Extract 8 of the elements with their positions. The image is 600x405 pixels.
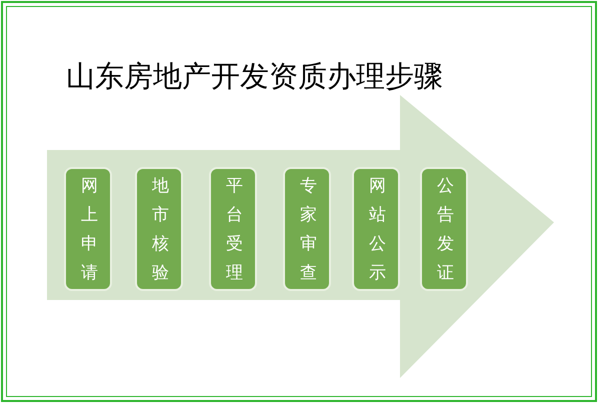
step-box: 平台受理 xyxy=(209,167,257,291)
step-box: 网站公示 xyxy=(352,167,400,291)
title: 山东房地产开发资质办理步骤 xyxy=(66,58,443,95)
process-arrow xyxy=(47,95,554,378)
step-box: 网上申请 xyxy=(64,167,112,291)
step-box: 地市核验 xyxy=(135,167,183,291)
step-box: 专家审查 xyxy=(283,167,331,291)
step-box: 公告发证 xyxy=(420,167,468,291)
